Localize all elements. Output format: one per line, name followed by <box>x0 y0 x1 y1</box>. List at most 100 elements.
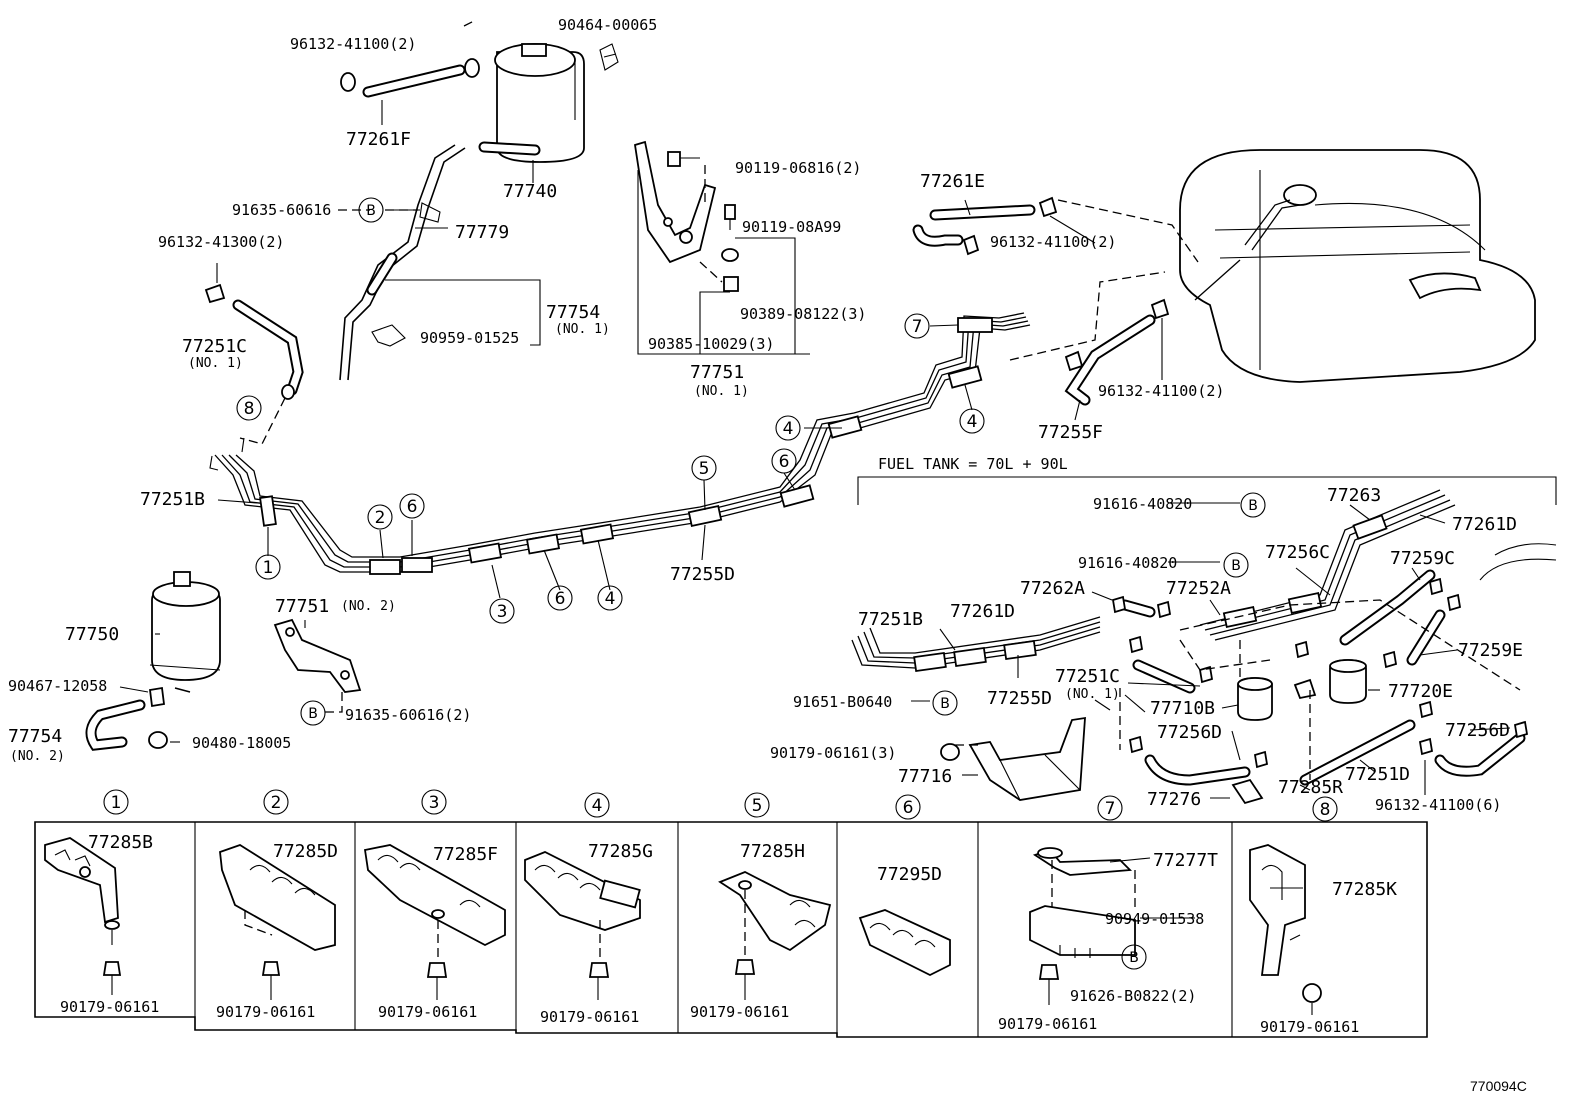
canister-77750 <box>85 571 221 751</box>
part-label: (NO. 1) <box>1065 687 1120 702</box>
svg-text:5: 5 <box>699 459 710 479</box>
part-label: 90179-06161(3) <box>770 744 896 762</box>
circled-number-marker-icon: 4 <box>584 792 610 818</box>
part-label: 90949-01538 <box>1105 910 1204 928</box>
part-label: 77256D <box>1445 720 1510 741</box>
part-label: 96132-41100(2) <box>1098 382 1224 400</box>
part-label: 77779 <box>455 222 509 243</box>
circled-number-marker-icon: 7 <box>904 313 930 339</box>
part-label: 90179-06161 <box>60 998 159 1016</box>
svg-text:2: 2 <box>271 793 282 813</box>
part-label: 77740 <box>503 181 557 202</box>
svg-text:B: B <box>1248 498 1258 514</box>
circled-number-marker-icon: 4 <box>597 585 623 611</box>
circled-b-marker-icon: B <box>1240 492 1266 518</box>
part-labels: 96132-41100(2) 90464-00065 77261F 77740 … <box>8 16 1527 1094</box>
svg-text:8: 8 <box>244 399 255 419</box>
part-label: 96132-41100(2) <box>290 35 416 53</box>
part-label: 91635-60616 <box>232 201 331 219</box>
leader-lines <box>119 100 1511 956</box>
circled-number-marker-icon: 6 <box>771 448 797 474</box>
part-label: 90179-06161 <box>998 1015 1097 1033</box>
part-label: (NO. 2) <box>341 599 396 614</box>
svg-text:B: B <box>1129 950 1139 966</box>
dual-tank-section <box>851 476 1557 805</box>
part-label: 90179-06161 <box>1260 1018 1359 1036</box>
part-label: 91616-40820 <box>1078 554 1177 572</box>
part-label: 77263 <box>1327 485 1381 506</box>
svg-text:4: 4 <box>605 589 616 609</box>
part-label: (NO. 2) <box>10 749 65 764</box>
svg-text:6: 6 <box>903 798 914 818</box>
part-label: 90179-06161 <box>378 1003 477 1021</box>
part-label: 77255D <box>987 688 1052 709</box>
circled-number-marker-icon: 5 <box>691 455 717 481</box>
circled-number-marker-icon: 1 <box>255 554 281 580</box>
part-label: 77751 <box>690 362 744 383</box>
fuel-tank-assembly <box>912 149 1536 406</box>
part-label: 77251D <box>1345 764 1410 785</box>
part-label: 90464-00065 <box>558 16 657 34</box>
svg-text:B: B <box>940 696 950 712</box>
circled-b-marker-icon: B <box>1121 944 1147 970</box>
part-label: 77251C <box>182 336 247 357</box>
circled-b-marker-icon: B <box>300 700 326 726</box>
main-fuel-pipe-bundle <box>209 312 1031 575</box>
part-label: 77259E <box>1458 640 1523 661</box>
svg-text:4: 4 <box>592 796 603 816</box>
part-label: 77716 <box>898 766 952 787</box>
part-label: 90179-06161 <box>540 1008 639 1026</box>
part-label: 77295D <box>877 864 942 885</box>
circled-number-marker-icon: 3 <box>489 598 515 624</box>
part-label: (NO. 1) <box>555 322 610 337</box>
part-label: 90389-08122(3) <box>740 305 866 323</box>
svg-text:B: B <box>308 706 318 722</box>
svg-text:6: 6 <box>555 589 566 609</box>
svg-text:6: 6 <box>407 497 418 517</box>
bracket-77751-no1 <box>633 140 810 355</box>
svg-text:1: 1 <box>111 793 122 813</box>
svg-text:B: B <box>366 203 376 219</box>
part-label: 91626-B0822(2) <box>1070 987 1196 1005</box>
part-label: 77710B <box>1150 698 1215 719</box>
circled-b-marker-icon: B <box>358 197 384 223</box>
part-label: 90179-06161 <box>690 1003 789 1021</box>
part-label: 90385-10029(3) <box>648 335 774 353</box>
part-label: 77754 <box>546 302 600 323</box>
part-label: 91616-40820 <box>1093 495 1192 513</box>
circled-number-marker-icon: 4 <box>959 408 985 434</box>
part-label: 90179-06161 <box>216 1003 315 1021</box>
svg-text:3: 3 <box>497 602 508 622</box>
circled-markers: 8 1 2 6 3 6 4 5 6 4 7 4 8 B B B B B B 1 … <box>103 197 1338 970</box>
part-label: 77261F <box>346 129 411 150</box>
svg-text:2: 2 <box>375 508 386 528</box>
svg-text:7: 7 <box>1105 799 1116 819</box>
part-label: 77251B <box>140 489 205 510</box>
part-label: 77251C <box>1055 666 1120 687</box>
svg-text:7: 7 <box>912 317 923 337</box>
svg-text:6: 6 <box>779 452 790 472</box>
circled-number-marker-icon: 2 <box>367 504 393 530</box>
part-label: 77285H <box>740 841 805 862</box>
svg-text:5: 5 <box>752 796 763 816</box>
part-label: 90119-08A99 <box>742 218 841 236</box>
part-label: 90119-06816(2) <box>735 159 861 177</box>
circled-number-marker-icon: 4 <box>775 415 801 441</box>
part-label: 77285F <box>433 844 498 865</box>
circled-b-marker-icon: B <box>1223 552 1249 578</box>
circled-number-marker-icon: 3 <box>421 789 447 815</box>
part-label: 77285B <box>88 832 153 853</box>
circled-number-marker-icon: 7 <box>1097 795 1123 821</box>
svg-text:3: 3 <box>429 793 440 813</box>
svg-text:1: 1 <box>263 558 274 578</box>
part-label: 77285G <box>588 841 653 862</box>
svg-text:B: B <box>1231 558 1241 574</box>
part-label: 77751 <box>275 596 329 617</box>
part-label: 77262A <box>1020 578 1085 599</box>
circled-number-marker-icon: 6 <box>399 493 425 519</box>
part-label: 77255F <box>1038 422 1103 443</box>
svg-text:4: 4 <box>967 412 978 432</box>
svg-text:8: 8 <box>1320 800 1331 820</box>
part-label: 90467-12058 <box>8 677 107 695</box>
